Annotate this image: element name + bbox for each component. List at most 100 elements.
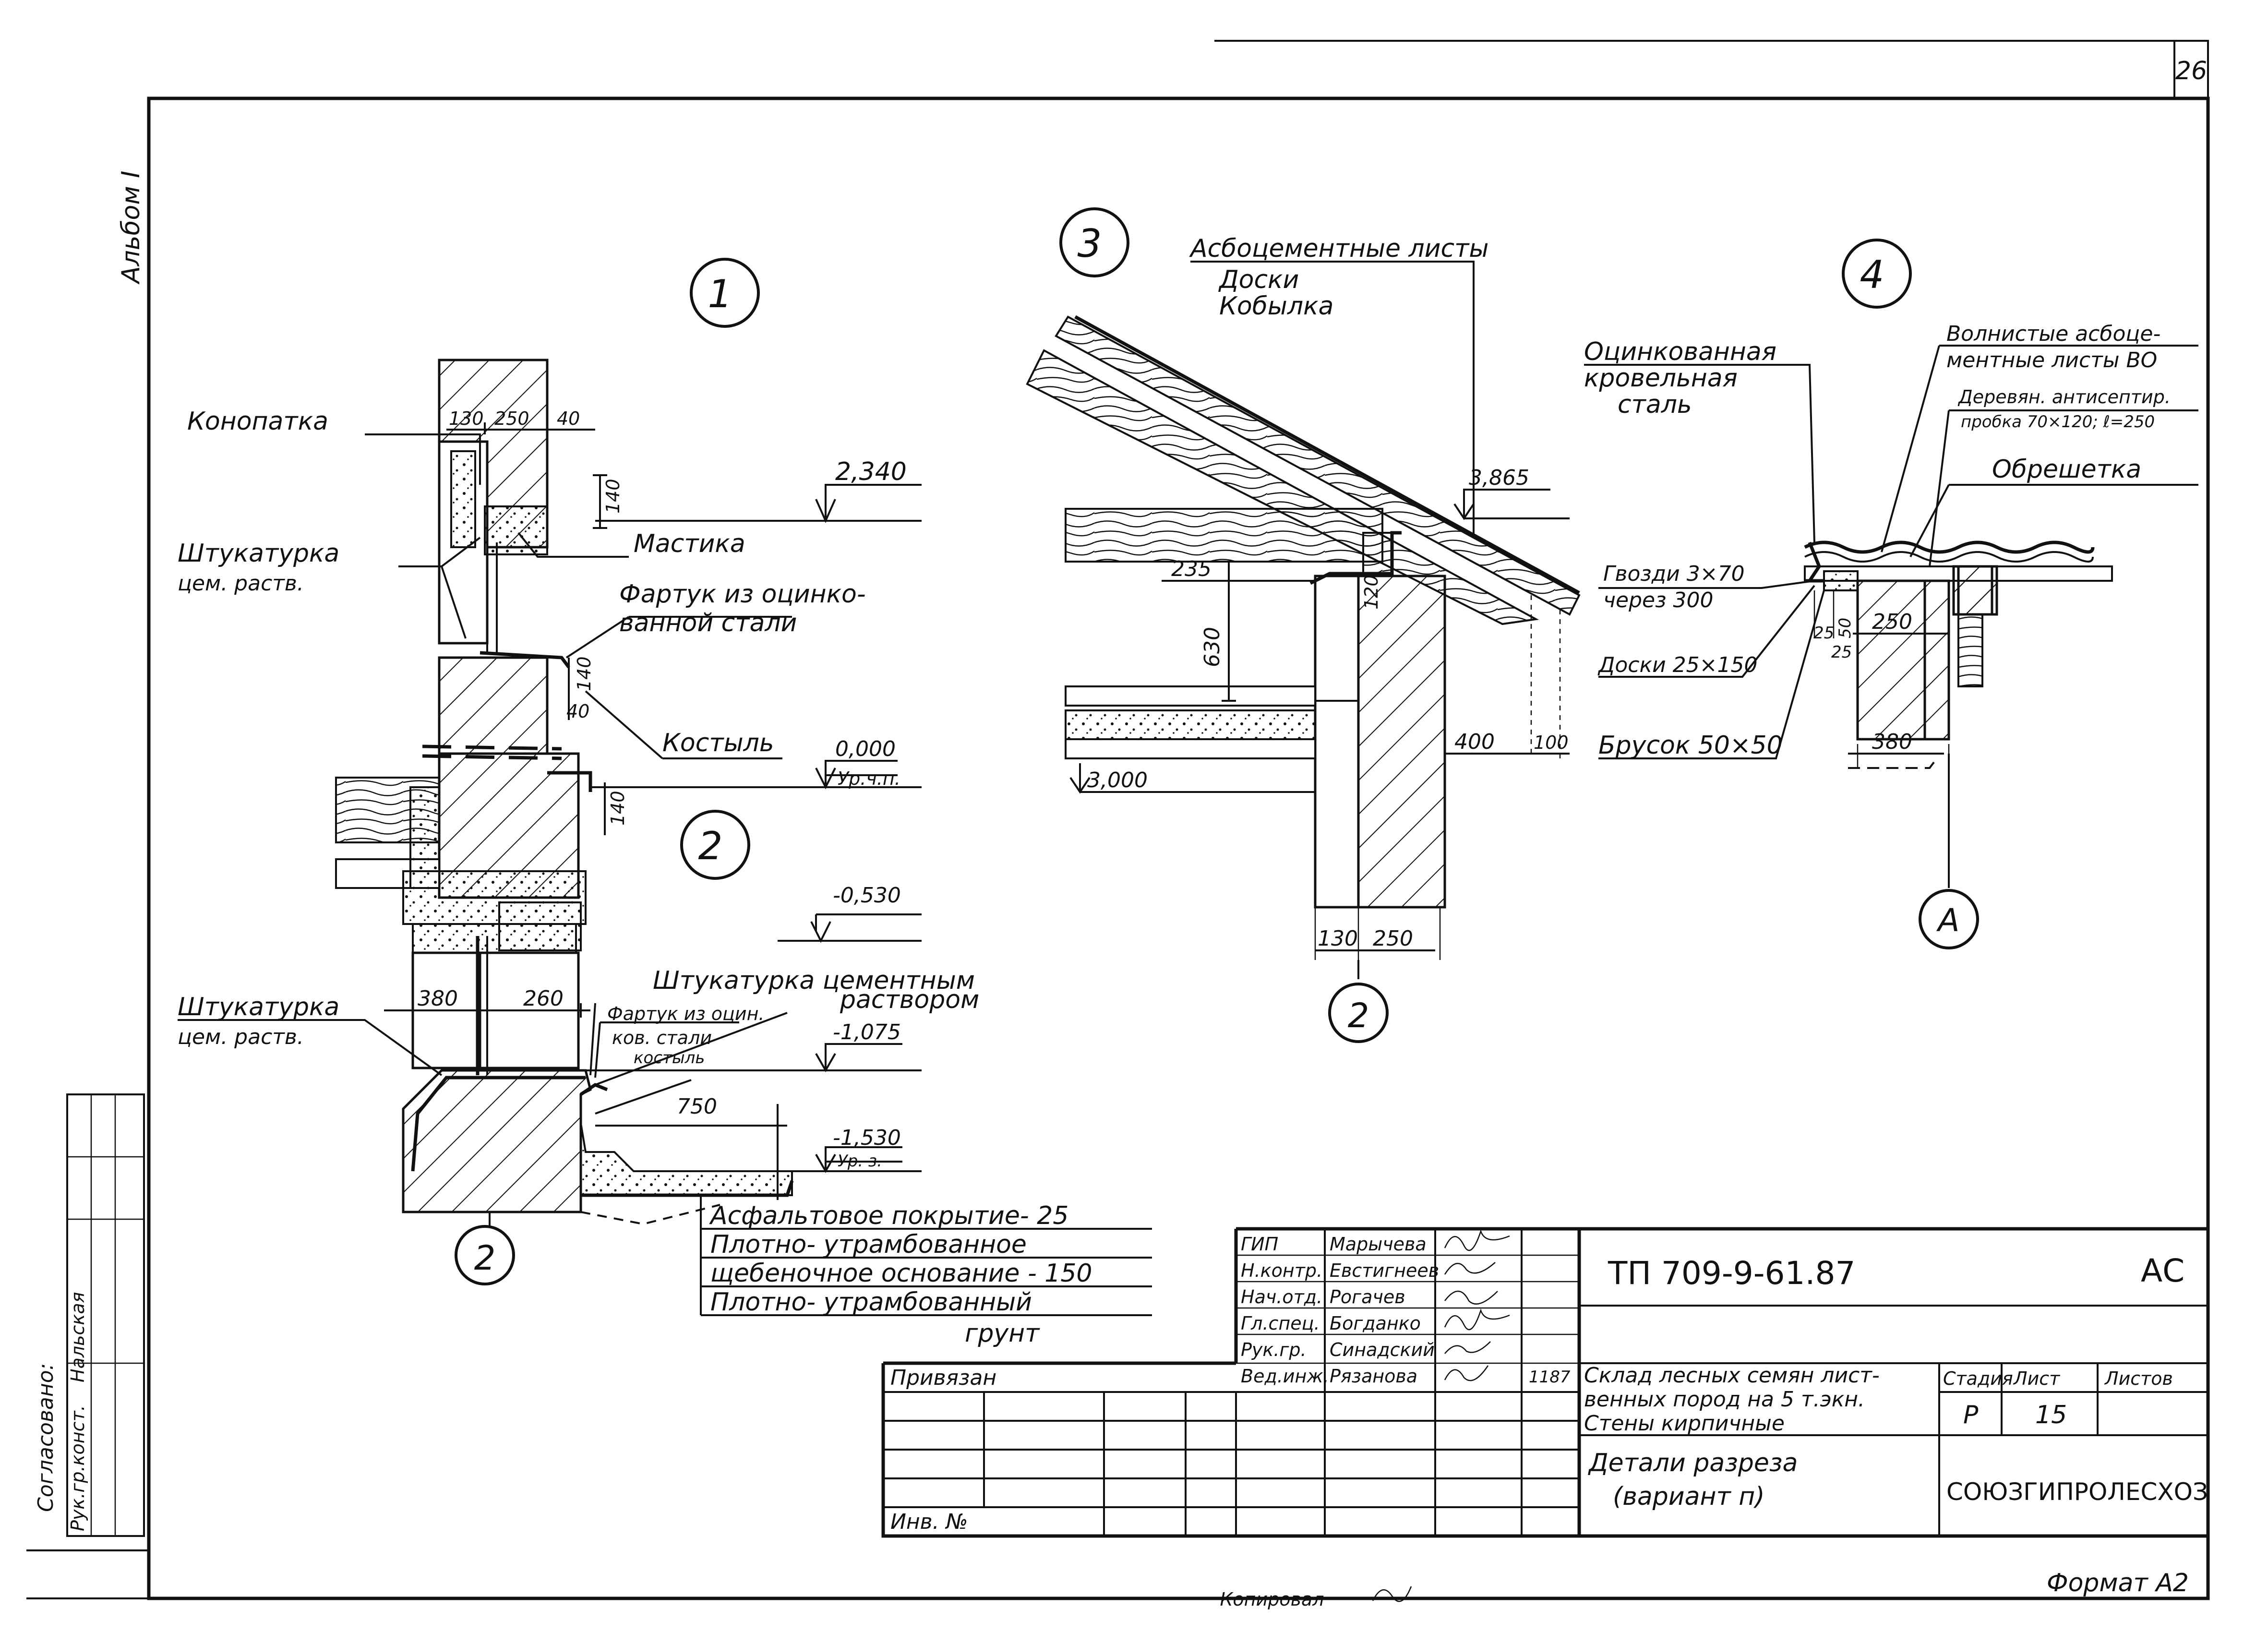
- detail-4-marker-circle: [1842, 239, 1912, 309]
- label-lath: Обрешетка: [1992, 455, 2141, 484]
- layer-soil: грунт: [965, 1319, 1040, 1348]
- label-wave: Волнистые асбоце-: [1946, 322, 2160, 346]
- tb-role-3: Нач.отд.: [1241, 1286, 1322, 1308]
- tb-code: ТП 709-9-61.87: [1608, 1255, 1855, 1292]
- label-wave2: ментные листы ВО: [1946, 348, 2157, 372]
- dim-120-d3: 120: [1361, 575, 1382, 610]
- detail-3-drawing: [1026, 207, 1581, 909]
- label-cork: Деревян. антисептир.: [1957, 386, 2171, 408]
- dim-235-d3: 235: [1171, 557, 1212, 581]
- detail-4-marker: 4: [1860, 252, 1884, 297]
- label-steel3: сталь: [1618, 390, 1692, 419]
- tb-project-2: венных пород на 5 т.экн.: [1584, 1387, 1865, 1412]
- dim-400-d3: 400: [1454, 730, 1495, 754]
- layer-compacted: Плотно- утрамбованное: [710, 1230, 1027, 1259]
- level-2340: 2,340: [835, 457, 907, 486]
- level-3865: 3,865: [1469, 466, 1529, 490]
- detail-2-section-ref: 2: [474, 1238, 496, 1278]
- detail-1-marker-circle: [690, 258, 760, 328]
- detail-3-marker-circle: [1059, 207, 1129, 277]
- tb-sheets-header: Листов: [2104, 1368, 2173, 1389]
- label-steel: Оцинкованная: [1584, 337, 1776, 366]
- detail-1-drawing: [335, 258, 760, 925]
- tb-stage: Р: [1963, 1401, 1979, 1429]
- label-steel2: кровельная: [1584, 364, 1738, 393]
- layer-asphalt: Асфальтовое покрытие- 25: [709, 1201, 1068, 1230]
- label-plaster-top: Штукатурка цементным: [653, 966, 975, 995]
- dim-40-d1: 40: [557, 408, 580, 429]
- label-apron-2b: ков. стали: [612, 1027, 712, 1048]
- album-label: Альбом I: [117, 171, 145, 285]
- dim-25-d4: 25: [1813, 624, 1834, 643]
- tb-role-1: ГИП: [1241, 1234, 1278, 1255]
- tb-drawing-1: Детали разреза: [1588, 1449, 1798, 1477]
- level-0000: 0,000: [835, 737, 896, 761]
- approval-role: Рук.гр.конст.: [67, 1405, 88, 1531]
- tb-project-3: Стены кирпичные: [1584, 1411, 1785, 1436]
- tb-bound: Привязан: [890, 1366, 996, 1390]
- tb-inv: Инв. №: [890, 1510, 968, 1534]
- tb-section: АС: [2141, 1252, 2184, 1289]
- label-plaster-2-sub: цем. раств.: [178, 1025, 304, 1049]
- title-block: [881, 1227, 2208, 1538]
- tb-name-5: Синадский: [1330, 1339, 1435, 1360]
- copier-signature: [1372, 1586, 1412, 1602]
- dim-260-d2: 260: [523, 986, 564, 1011]
- dim-250-d1: 250: [494, 408, 529, 429]
- dim-50-d4: 50: [1836, 618, 1855, 638]
- label-kobylka: Кобылка: [1219, 292, 1333, 321]
- label-asbestos: Асбоцементные листы: [1189, 234, 1489, 263]
- label-plaster-1: Штукатурка: [178, 539, 339, 568]
- detail-4-drawing: [1804, 239, 2113, 769]
- tb-name-2: Евстигнеев: [1330, 1260, 1439, 1281]
- detail-3-section-ref: 2: [1348, 996, 1369, 1035]
- level-1075: -1,075: [833, 1020, 901, 1044]
- dim-380-d2: 380: [418, 986, 458, 1011]
- label-apron-2: Фартук из оцин.: [607, 1003, 765, 1024]
- dim-100-d3: 100: [1534, 732, 1569, 753]
- tb-date: 1187: [1529, 1368, 1571, 1387]
- approval-stamp: [66, 1093, 145, 1537]
- tb-stage-header: Стадия: [1943, 1368, 2013, 1389]
- axis-label: А: [1936, 902, 1959, 939]
- label-boards-d4: Доски 25×150: [1597, 653, 1757, 677]
- label-boards-d3: Доски: [1218, 265, 1299, 294]
- dim-630-d3: 630: [1200, 627, 1224, 667]
- format-label: Формат А2: [2047, 1569, 2189, 1597]
- detail-1-dimensions: [365, 422, 922, 835]
- detail-3-dimensions: [1069, 261, 1570, 1043]
- level-1530-sub: Ур. з.: [838, 1152, 882, 1171]
- dim-130-d3: 130: [1318, 926, 1358, 951]
- label-cork2: пробка 70×120; ℓ=250: [1961, 412, 2155, 432]
- detail-2-dimensions: [178, 913, 1152, 1316]
- dim-140b-d1: 140: [574, 656, 595, 691]
- tb-signatures: [1444, 1229, 1510, 1381]
- approval-title: Согласовано:: [34, 1363, 58, 1512]
- detail-3-marker: 3: [1078, 221, 1102, 266]
- dim-25b-d4: 25: [1831, 643, 1852, 662]
- copied-by-label: Копировал: [1220, 1589, 1324, 1610]
- tb-name-6: Рязанова: [1330, 1366, 1417, 1387]
- label-nails: Гвозди 3×70: [1603, 562, 1745, 586]
- dim-140a-d1: 140: [602, 479, 624, 514]
- detail-1-marker: 1: [708, 272, 732, 316]
- label-konopatka: Конопатка: [187, 407, 328, 436]
- sheet-frame: [26, 40, 2210, 1600]
- level-0530: -0,530: [833, 883, 901, 908]
- tb-drawing-2: (вариант п): [1613, 1482, 1765, 1511]
- label-mastika: Мастика: [634, 529, 745, 558]
- level-3000: 3,000: [1087, 768, 1148, 792]
- dim-140c-d1: 140: [607, 791, 628, 826]
- dim-40b-d1: 40: [566, 701, 589, 722]
- dim-130-d1: 130: [449, 408, 484, 429]
- layer-gravel: щебеночное основание - 150: [710, 1259, 1092, 1288]
- approval-name: Нальская: [67, 1292, 88, 1382]
- tb-role-5: Рук.гр.: [1241, 1339, 1307, 1360]
- tb-name-1: Марычева: [1330, 1234, 1427, 1255]
- tb-role-4: Гл.спец.: [1241, 1313, 1320, 1334]
- tb-org: СОЮЗГИПРОЛЕСХОЗ: [1946, 1478, 2208, 1506]
- detail-2-marker: 2: [698, 824, 723, 868]
- tb-role-6: Вед.инж.: [1241, 1366, 1329, 1387]
- label-plaster-top2: раствором: [840, 985, 979, 1014]
